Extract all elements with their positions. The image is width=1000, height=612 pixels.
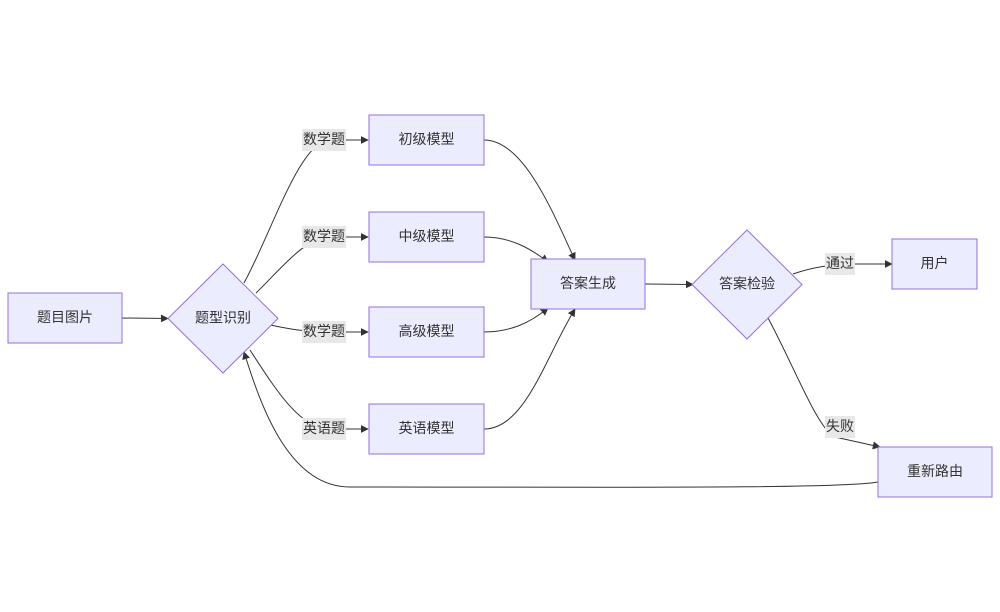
edge-recognition-to-basic <box>243 136 369 284</box>
edge-recognition-to-english <box>249 349 369 433</box>
svg-text:英语题: 英语题 <box>303 420 345 437</box>
svg-text:答案检验: 答案检验 <box>719 276 775 293</box>
svg-text:高级模型: 高级模型 <box>399 323 455 340</box>
edge-label-math-basic: 数学题 <box>302 129 346 151</box>
edge-basic-to-generation <box>483 139 576 261</box>
node-advanced-model: 高级模型 <box>368 306 485 358</box>
edge-labels: 数学题 数学题 数学题 英语题 通过 失败 <box>302 129 855 440</box>
svg-text:题型识别: 题型识别 <box>195 311 251 327</box>
edge-advanced-to-generation <box>483 307 549 333</box>
edge-label-math-intermediate: 数学题 <box>302 226 346 248</box>
svg-text:题目图片: 题目图片 <box>37 310 93 326</box>
svg-text:数学题: 数学题 <box>303 324 345 340</box>
edge-verification-to-reroute <box>767 317 881 450</box>
node-question-image: 题目图片 <box>7 292 123 344</box>
svg-text:通过: 通过 <box>826 256 854 272</box>
edge-english-to-generation <box>483 308 576 430</box>
edges <box>121 136 893 488</box>
node-user: 用户 <box>891 238 978 290</box>
edge-label-math-advanced: 数学题 <box>302 321 346 343</box>
nodes: 题目图片 题型识别 初级模型 中级模型 高级模型 英语模型 答案生成 <box>7 114 993 498</box>
svg-text:重新路由: 重新路由 <box>907 464 963 480</box>
svg-text:答案生成: 答案生成 <box>560 275 616 292</box>
node-english-model: 英语模型 <box>368 403 485 455</box>
svg-text:中级模型: 中级模型 <box>399 229 455 245</box>
svg-text:用户: 用户 <box>921 255 949 272</box>
edge-image-to-recognition <box>121 314 169 323</box>
svg-text:数学题: 数学题 <box>303 132 345 148</box>
svg-text:英语模型: 英语模型 <box>399 420 455 437</box>
edge-label-fail: 失败 <box>825 416 855 438</box>
svg-text:数学题: 数学题 <box>303 229 345 245</box>
node-reroute: 重新路由 <box>877 446 993 498</box>
edge-label-pass: 通过 <box>825 253 855 275</box>
node-answer-verification: 答案检验 <box>691 229 803 340</box>
edge-intermediate-to-generation <box>483 236 549 263</box>
svg-text:初级模型: 初级模型 <box>399 131 455 148</box>
edge-reroute-to-recognition <box>242 351 879 488</box>
node-basic-model: 初级模型 <box>368 114 485 166</box>
svg-text:失败: 失败 <box>826 419 854 435</box>
edge-label-english: 英语题 <box>302 418 346 440</box>
node-type-recognition: 题型识别 <box>167 263 279 374</box>
node-intermediate-model: 中级模型 <box>368 211 485 263</box>
node-answer-generation: 答案生成 <box>530 258 646 310</box>
edge-generation-to-verification <box>644 280 694 289</box>
